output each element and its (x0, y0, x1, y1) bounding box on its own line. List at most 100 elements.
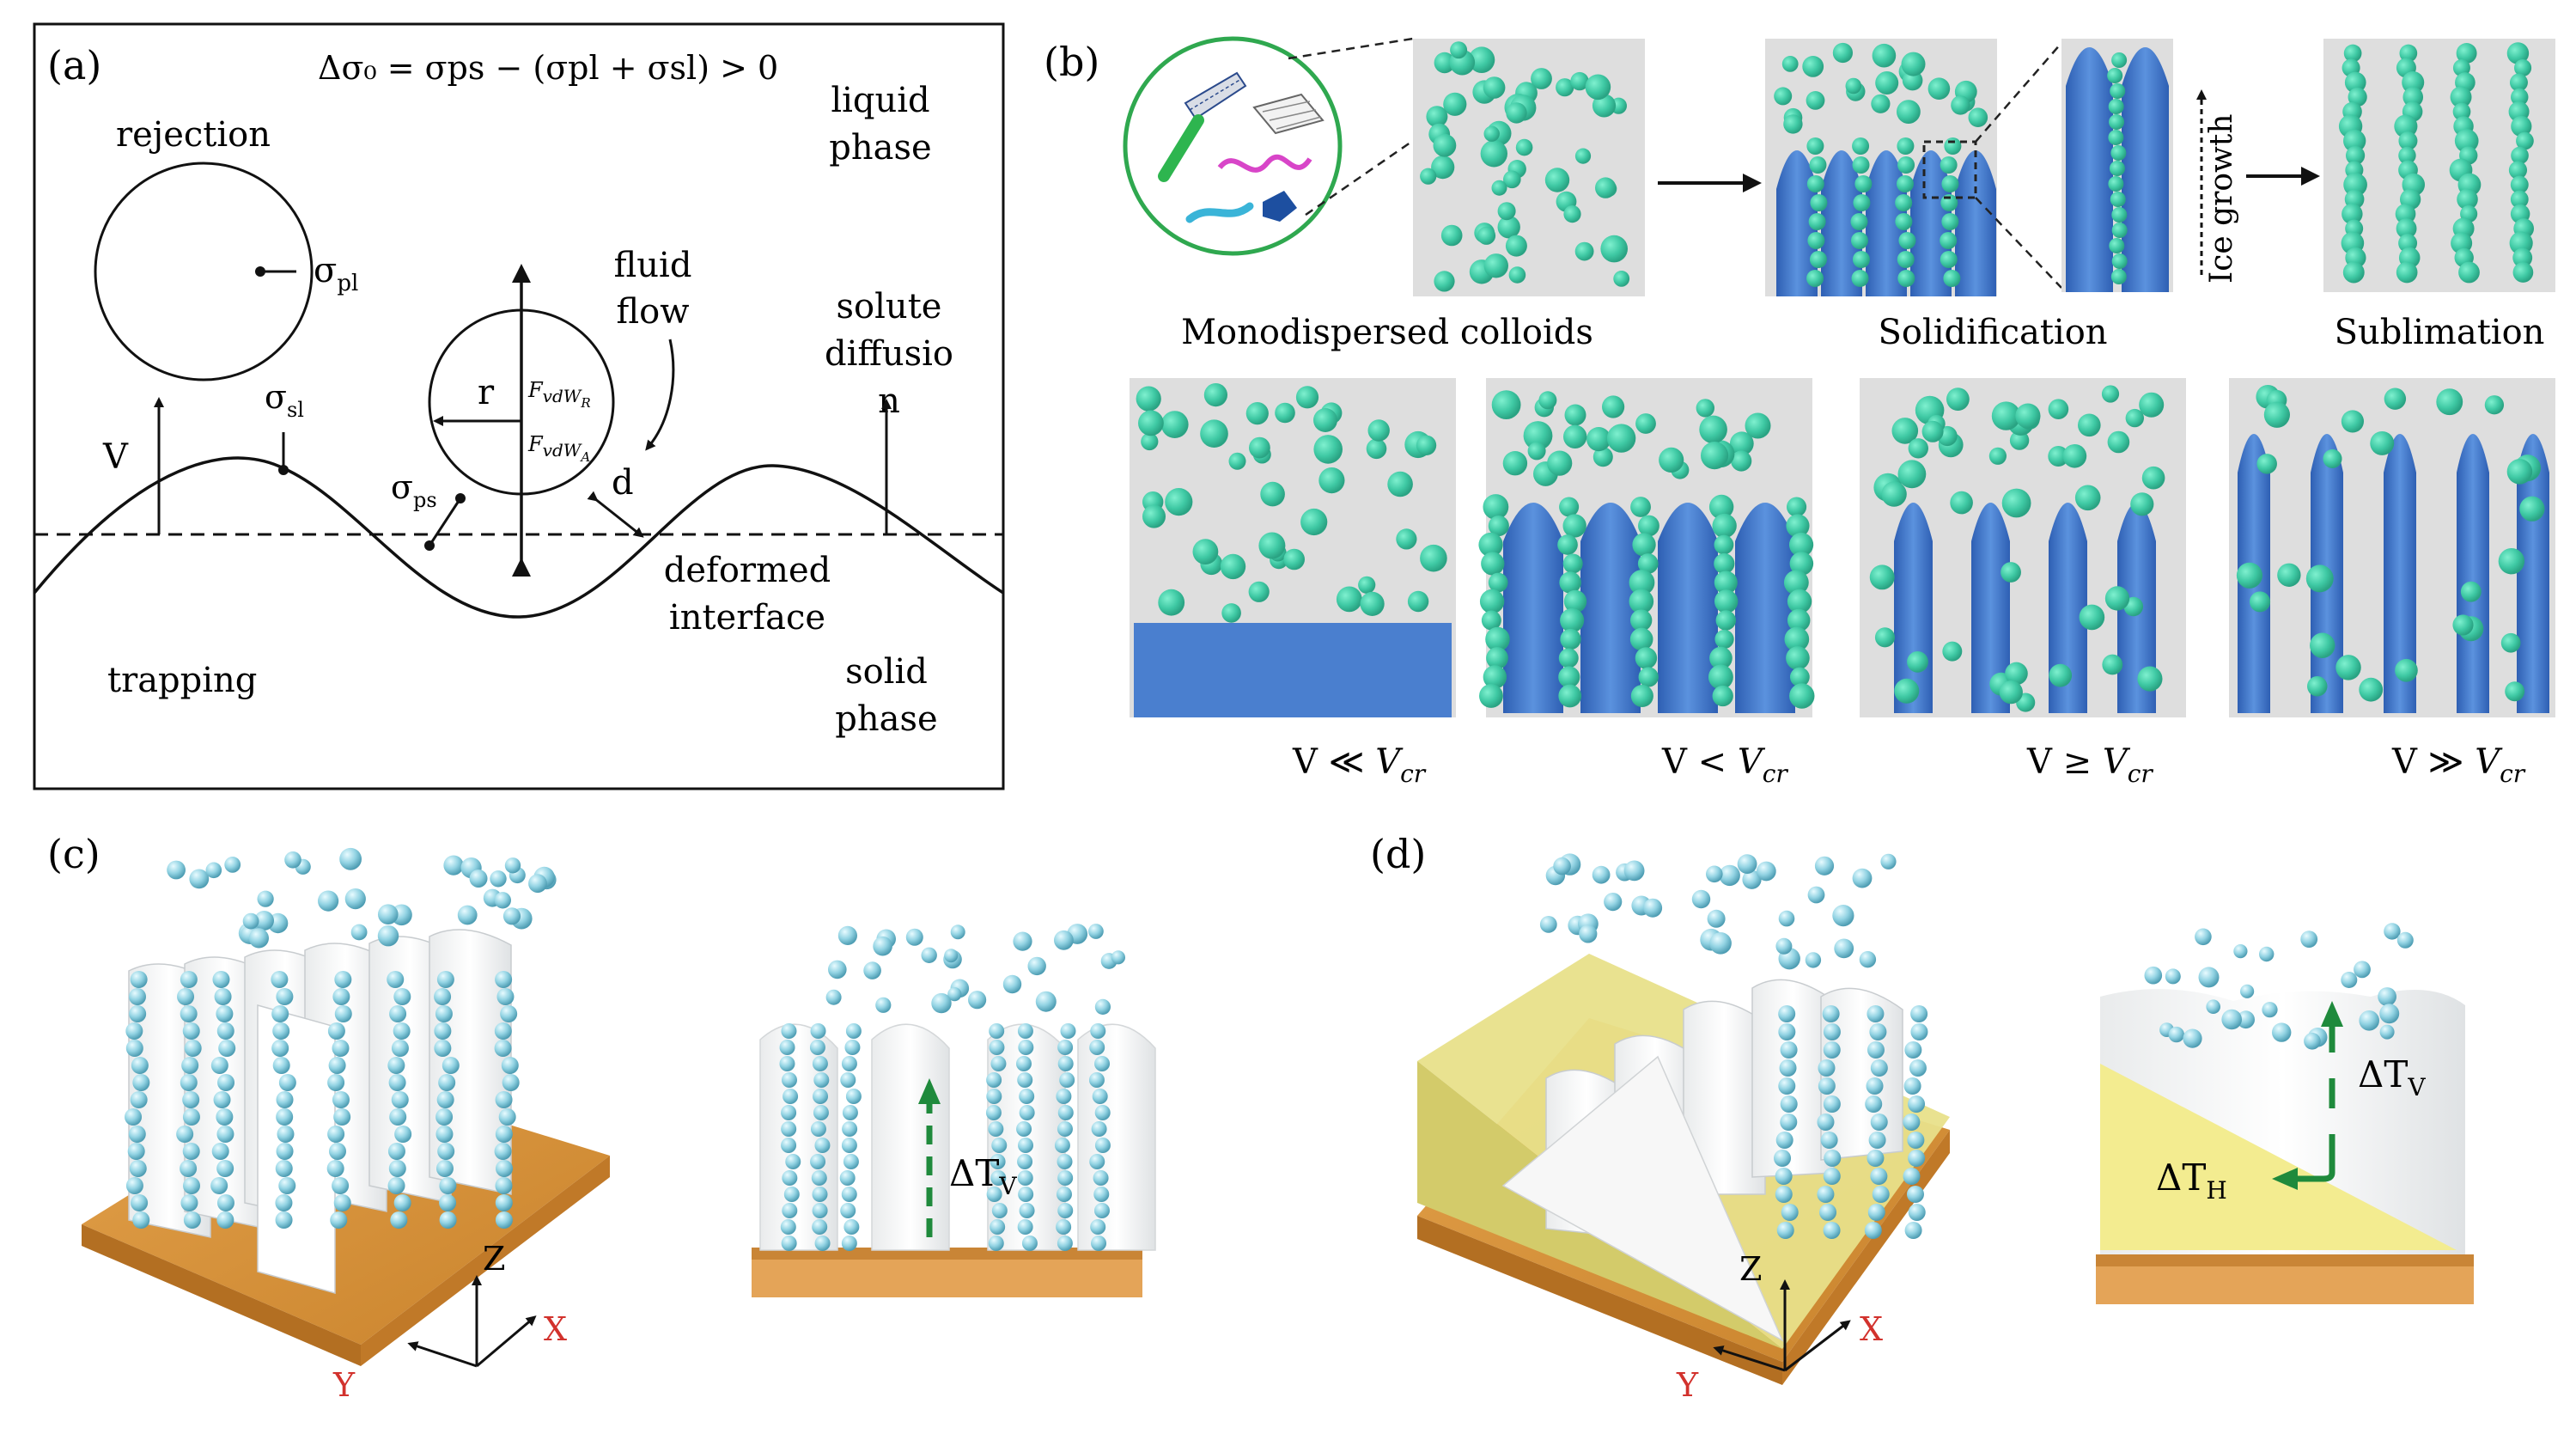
particle (1017, 1170, 1033, 1186)
colloid-particle (1434, 271, 1455, 292)
particle (1775, 1168, 1793, 1185)
particle (1864, 1222, 1882, 1239)
particle (1017, 1023, 1033, 1039)
particle (332, 1177, 350, 1194)
colloid-particle (1874, 627, 1896, 648)
colloid-particle (1547, 450, 1573, 476)
particle (128, 1126, 146, 1143)
colloid-particle (2111, 253, 2128, 269)
particle (1604, 893, 1623, 912)
particle (443, 855, 464, 876)
sigma-sl-label: σsl (265, 378, 304, 422)
ice-dendrite (1580, 503, 1641, 713)
colloid-particle (1570, 71, 1589, 91)
colloid-particle (2509, 231, 2533, 255)
particle (210, 1177, 228, 1194)
particle (1093, 1187, 1110, 1202)
particle (863, 961, 881, 979)
particle (1742, 869, 1762, 889)
colloid-particle (2452, 58, 2470, 77)
particle (841, 1236, 857, 1251)
colloid-particle (1940, 251, 1958, 268)
particle (1002, 974, 1022, 994)
colloid-particle (2078, 413, 2101, 437)
monodispersed-label: Monodispersed colloids (1181, 313, 1593, 352)
colloid-particle (2399, 44, 2418, 63)
particle (1643, 898, 1663, 918)
particle (388, 1074, 406, 1091)
colloid-particle (1527, 442, 1546, 461)
particle (1817, 1114, 1835, 1131)
particle (132, 1074, 150, 1091)
colloid-particle (1999, 680, 2023, 705)
particle (1094, 1056, 1111, 1071)
particle (1057, 1105, 1074, 1120)
particle (495, 1091, 513, 1108)
particle (278, 1177, 296, 1194)
particle (125, 1022, 143, 1040)
particle (1910, 1005, 1928, 1022)
delta-tv-label-d: ΔTV (2358, 1053, 2426, 1101)
particle (1866, 1077, 1884, 1095)
particle (1818, 1059, 1836, 1077)
particle (841, 1187, 857, 1202)
particle (495, 1211, 513, 1229)
colloid-particle (2402, 70, 2425, 95)
colloid-particle (2108, 176, 2124, 192)
particles-c (125, 847, 557, 1229)
colloid-particle (1881, 481, 1907, 507)
particle (1908, 1150, 1926, 1167)
particle (1880, 853, 1897, 869)
particle (2183, 1028, 2202, 1048)
colloid-particle (1629, 627, 1653, 651)
colloid-particle (2263, 401, 2290, 428)
particle (843, 1154, 859, 1169)
particle (1092, 1089, 1108, 1104)
colloid-particle (2398, 131, 2418, 150)
solute-diffusion-line3: n (878, 381, 900, 421)
colloid-particle (2048, 399, 2069, 420)
particle (131, 1057, 149, 1074)
colloid-particle (1784, 626, 1810, 652)
particle (782, 1170, 798, 1186)
colloid-particle (2458, 261, 2480, 284)
particle (1807, 886, 1825, 904)
particle (1094, 1138, 1111, 1153)
particle (1867, 1204, 1885, 1221)
colloid-particle (1988, 447, 2007, 465)
colloid-particle (2108, 99, 2124, 114)
particle (1015, 1056, 1032, 1071)
colloid-particle (1483, 665, 1507, 689)
fiber-icon (1185, 202, 1254, 223)
particle (991, 1203, 1008, 1218)
particle (1706, 865, 1723, 883)
sigma-ps-label: σps (391, 468, 437, 512)
colloid-particle (2005, 662, 2028, 686)
colloid-particle (1708, 494, 1734, 520)
lamellar-walls-c (128, 929, 512, 1294)
particle (2384, 923, 2401, 940)
particle (334, 971, 352, 988)
colloid-particle (1562, 514, 1586, 538)
particle (434, 1040, 452, 1057)
colloid-particle (2506, 42, 2530, 64)
equation: Δσ₀ = σps − (σpl + σsl) > 0 (318, 49, 778, 87)
colloid-particle (1531, 68, 1552, 89)
colloid-particle (1632, 533, 1656, 557)
particle (495, 971, 513, 988)
colloid-particle (1497, 202, 1516, 221)
colloid-particle (1313, 435, 1343, 464)
colloid-particle (1503, 170, 1521, 189)
colloid-particle (1809, 156, 1827, 174)
particle (502, 907, 521, 925)
colloid-particle (2514, 58, 2532, 77)
colloid-particle (1712, 685, 1733, 707)
substrate-d-side-view-top (2096, 1254, 2474, 1266)
particle (1017, 1154, 1033, 1169)
colloid-particle (1592, 447, 1613, 467)
particle (2359, 1010, 2379, 1031)
colloid-particle (2109, 161, 2125, 176)
particle (2240, 984, 2255, 998)
colloid-particle (1483, 253, 1509, 278)
particle (779, 1040, 795, 1055)
